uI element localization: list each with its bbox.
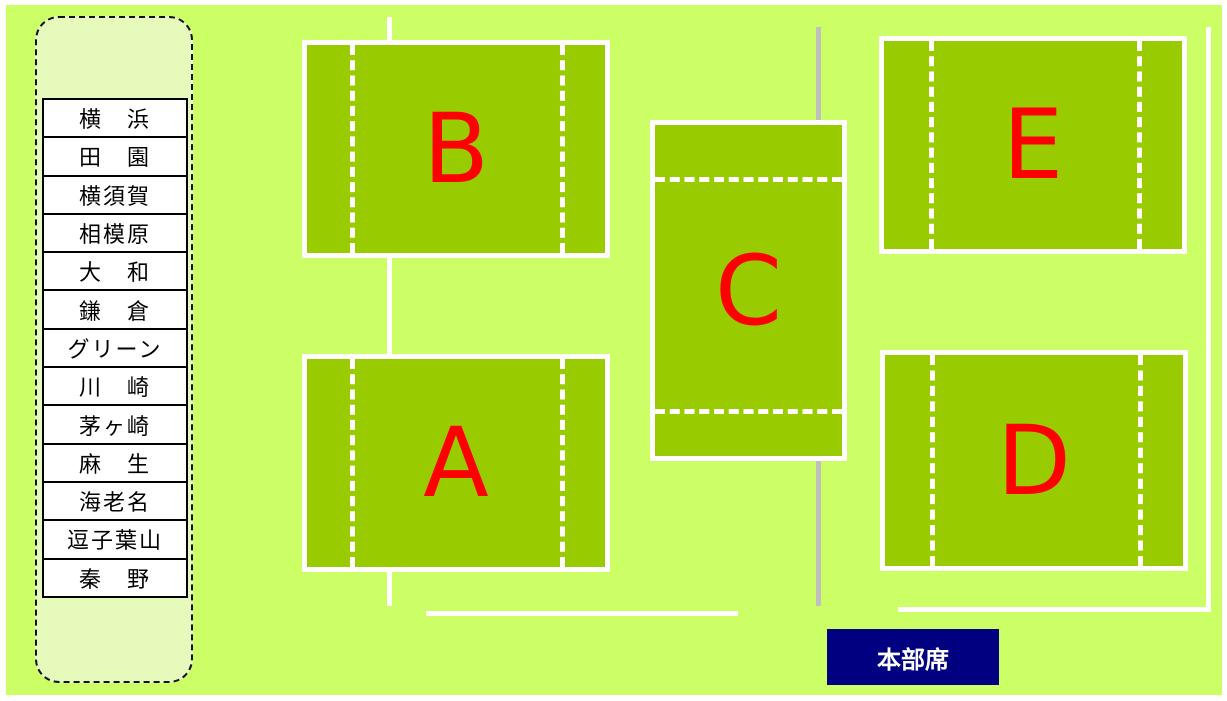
team-item: 茅ヶ崎 — [42, 404, 188, 445]
court-b: B — [302, 40, 610, 258]
bottom-line-right — [898, 607, 1208, 612]
court-a: A — [302, 354, 610, 572]
headquarters-box: 本部席 — [827, 629, 999, 685]
team-item: 麻 生 — [42, 442, 188, 483]
center-line-left — [387, 17, 392, 606]
court-e: E — [879, 36, 1187, 254]
court-c: C — [650, 120, 847, 461]
court-d: D — [880, 350, 1188, 571]
team-item: 鎌 倉 — [42, 289, 188, 330]
court-a-dash-right — [560, 359, 565, 567]
court-e-label: E — [1002, 89, 1064, 201]
team-item: 川 崎 — [42, 366, 188, 407]
team-item: 相模原 — [42, 212, 188, 254]
court-e-dash-right — [1137, 41, 1142, 249]
court-a-dash-left — [350, 359, 355, 567]
court-d-dash-right — [1138, 355, 1143, 566]
team-list: 横 浜 田 園 横須賀 相模原 大 和 鎌 倉 グリーン 川 崎 茅ヶ崎 麻 生… — [42, 98, 188, 598]
court-a-label: A — [423, 407, 489, 519]
court-c-label: C — [714, 234, 783, 347]
right-edge-line — [1206, 27, 1211, 612]
team-item: 田 園 — [42, 136, 188, 177]
court-c-dash-bottom — [655, 409, 842, 414]
court-b-dash-right — [560, 45, 565, 253]
bottom-line-left — [426, 611, 738, 616]
team-item: 秦 野 — [42, 557, 188, 598]
court-b-label: B — [423, 93, 489, 205]
team-item: 逗子葉山 — [42, 519, 188, 560]
court-d-label: D — [997, 404, 1071, 517]
team-item: 横 浜 — [42, 98, 188, 139]
court-b-dash-left — [350, 45, 355, 253]
field-map: 横 浜 田 園 横須賀 相模原 大 和 鎌 倉 グリーン 川 崎 茅ヶ崎 麻 生… — [6, 5, 1222, 695]
team-item: 海老名 — [42, 480, 188, 522]
court-e-dash-left — [929, 41, 934, 249]
court-d-dash-left — [930, 355, 935, 566]
court-c-dash-top — [655, 177, 842, 182]
team-item: グリーン — [42, 327, 188, 369]
team-item: 大 和 — [42, 251, 188, 292]
team-item: 横須賀 — [42, 174, 188, 215]
